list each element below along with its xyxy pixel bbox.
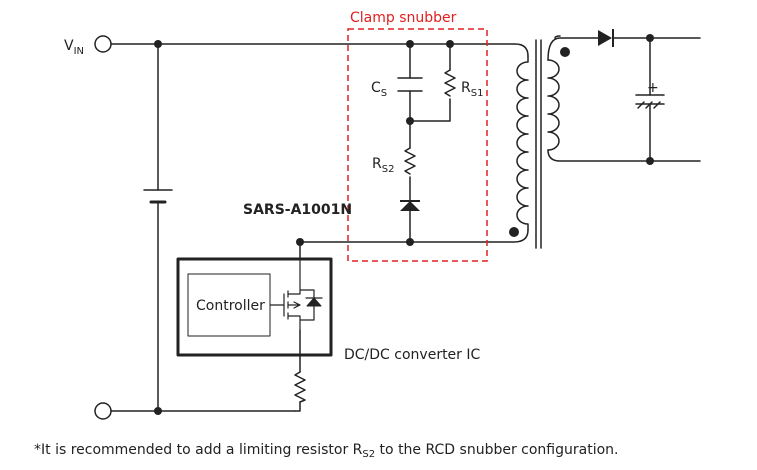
rs2-label: RS2 bbox=[372, 156, 394, 175]
sense-wire bbox=[294, 329, 301, 412]
rs2-resistor bbox=[404, 147, 416, 175]
body-diode-symbol bbox=[306, 297, 322, 307]
output-diode bbox=[598, 30, 612, 46]
secondary-bottom-wire bbox=[547, 149, 701, 162]
junction-dot bbox=[446, 40, 454, 48]
snubber-diode bbox=[400, 201, 420, 211]
vin-label: VIN bbox=[64, 38, 84, 57]
dcdc-ic-box bbox=[176, 257, 333, 357]
dcdc-ic-label: DC/DC converter IC bbox=[344, 347, 481, 363]
junction-dot bbox=[406, 40, 414, 48]
junction-dot bbox=[646, 34, 654, 42]
rs1-label: RS1 bbox=[461, 80, 483, 99]
output-cap-hatch bbox=[637, 101, 661, 109]
polarity-mark: + bbox=[647, 80, 659, 96]
junction-dot bbox=[154, 40, 162, 48]
rs1-resistor bbox=[444, 69, 456, 97]
controller-label: Controller bbox=[196, 298, 265, 314]
cs-label: CS bbox=[371, 80, 387, 99]
switch-node-wire bbox=[299, 229, 529, 261]
secondary-winding bbox=[547, 35, 561, 151]
vin-terminal bbox=[94, 35, 112, 53]
rs1-wire bbox=[409, 43, 451, 122]
mosfet-symbol bbox=[269, 259, 315, 331]
junction-dot bbox=[406, 238, 414, 246]
junction-dot bbox=[296, 238, 304, 246]
primary-dot bbox=[509, 227, 519, 237]
junction-dot bbox=[154, 407, 162, 415]
junction-dot bbox=[406, 117, 414, 125]
primary-winding bbox=[516, 55, 529, 231]
footnote: *It is recommended to add a limiting res… bbox=[34, 442, 618, 460]
sense-resistor bbox=[294, 371, 306, 403]
diode-part-label: SARS-A1001N bbox=[243, 202, 352, 218]
top-rail-wire bbox=[110, 43, 529, 57]
junction-dot bbox=[646, 157, 654, 165]
secondary-dot bbox=[560, 47, 570, 57]
secondary-top-wire bbox=[547, 37, 701, 61]
clamp-snubber-label: Clamp snubber bbox=[350, 10, 457, 26]
ground-terminal bbox=[94, 402, 112, 420]
clamp-snubber-box bbox=[347, 28, 488, 262]
